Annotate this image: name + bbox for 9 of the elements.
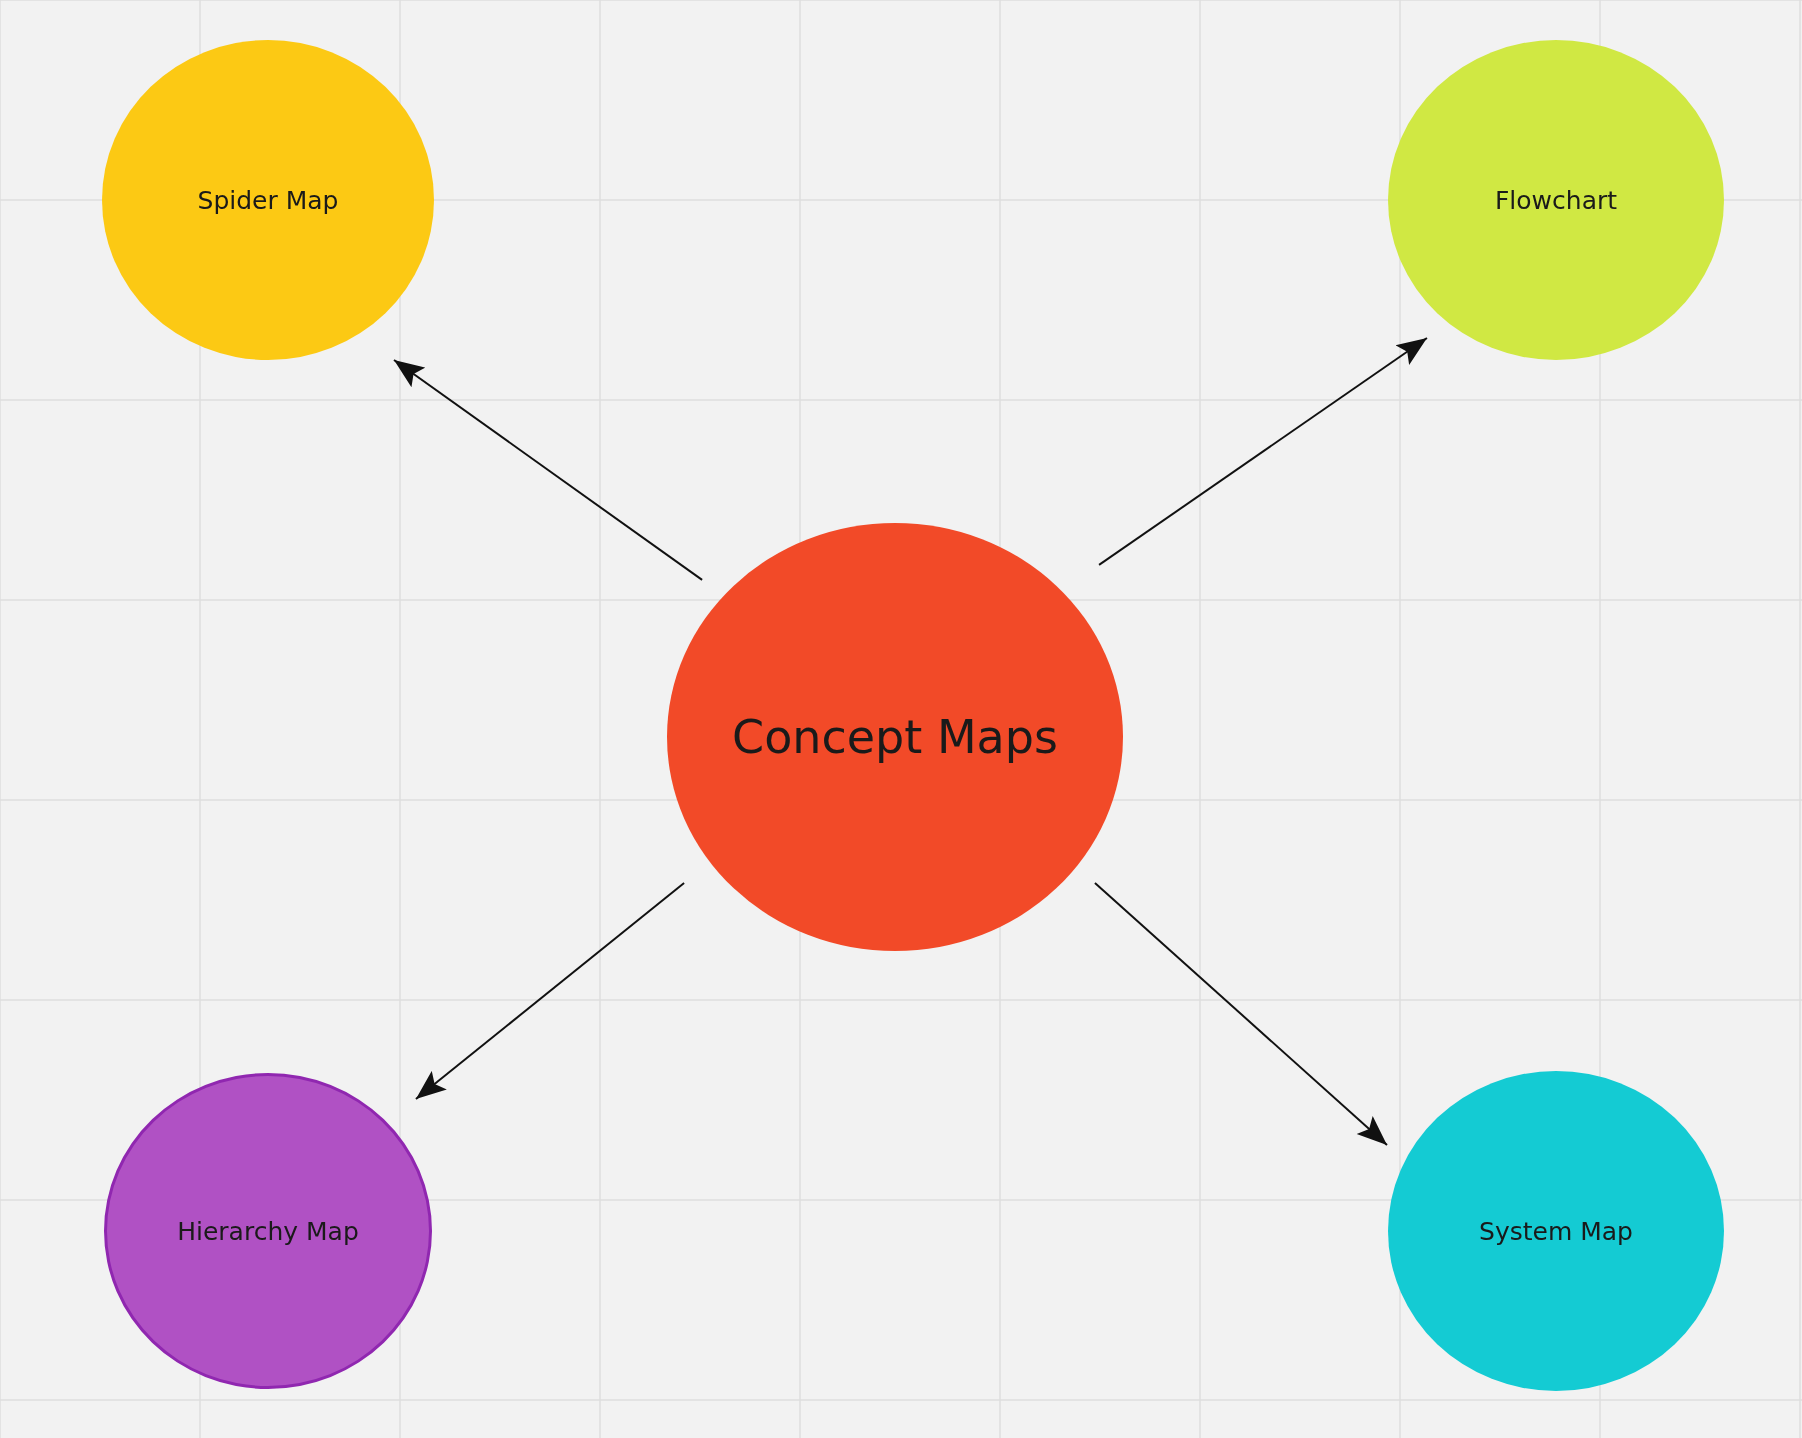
arrow xyxy=(414,881,686,1101)
node-label: System Map xyxy=(1479,1216,1633,1246)
arrow xyxy=(1093,881,1388,1146)
node-label: Concept Maps xyxy=(732,710,1058,764)
node-label: Flowchart xyxy=(1494,185,1618,215)
node-label: Spider Map xyxy=(197,185,339,215)
arrow xyxy=(1098,337,1428,566)
node-label: Hierarchy Map xyxy=(177,1216,359,1246)
arrow xyxy=(393,359,704,581)
